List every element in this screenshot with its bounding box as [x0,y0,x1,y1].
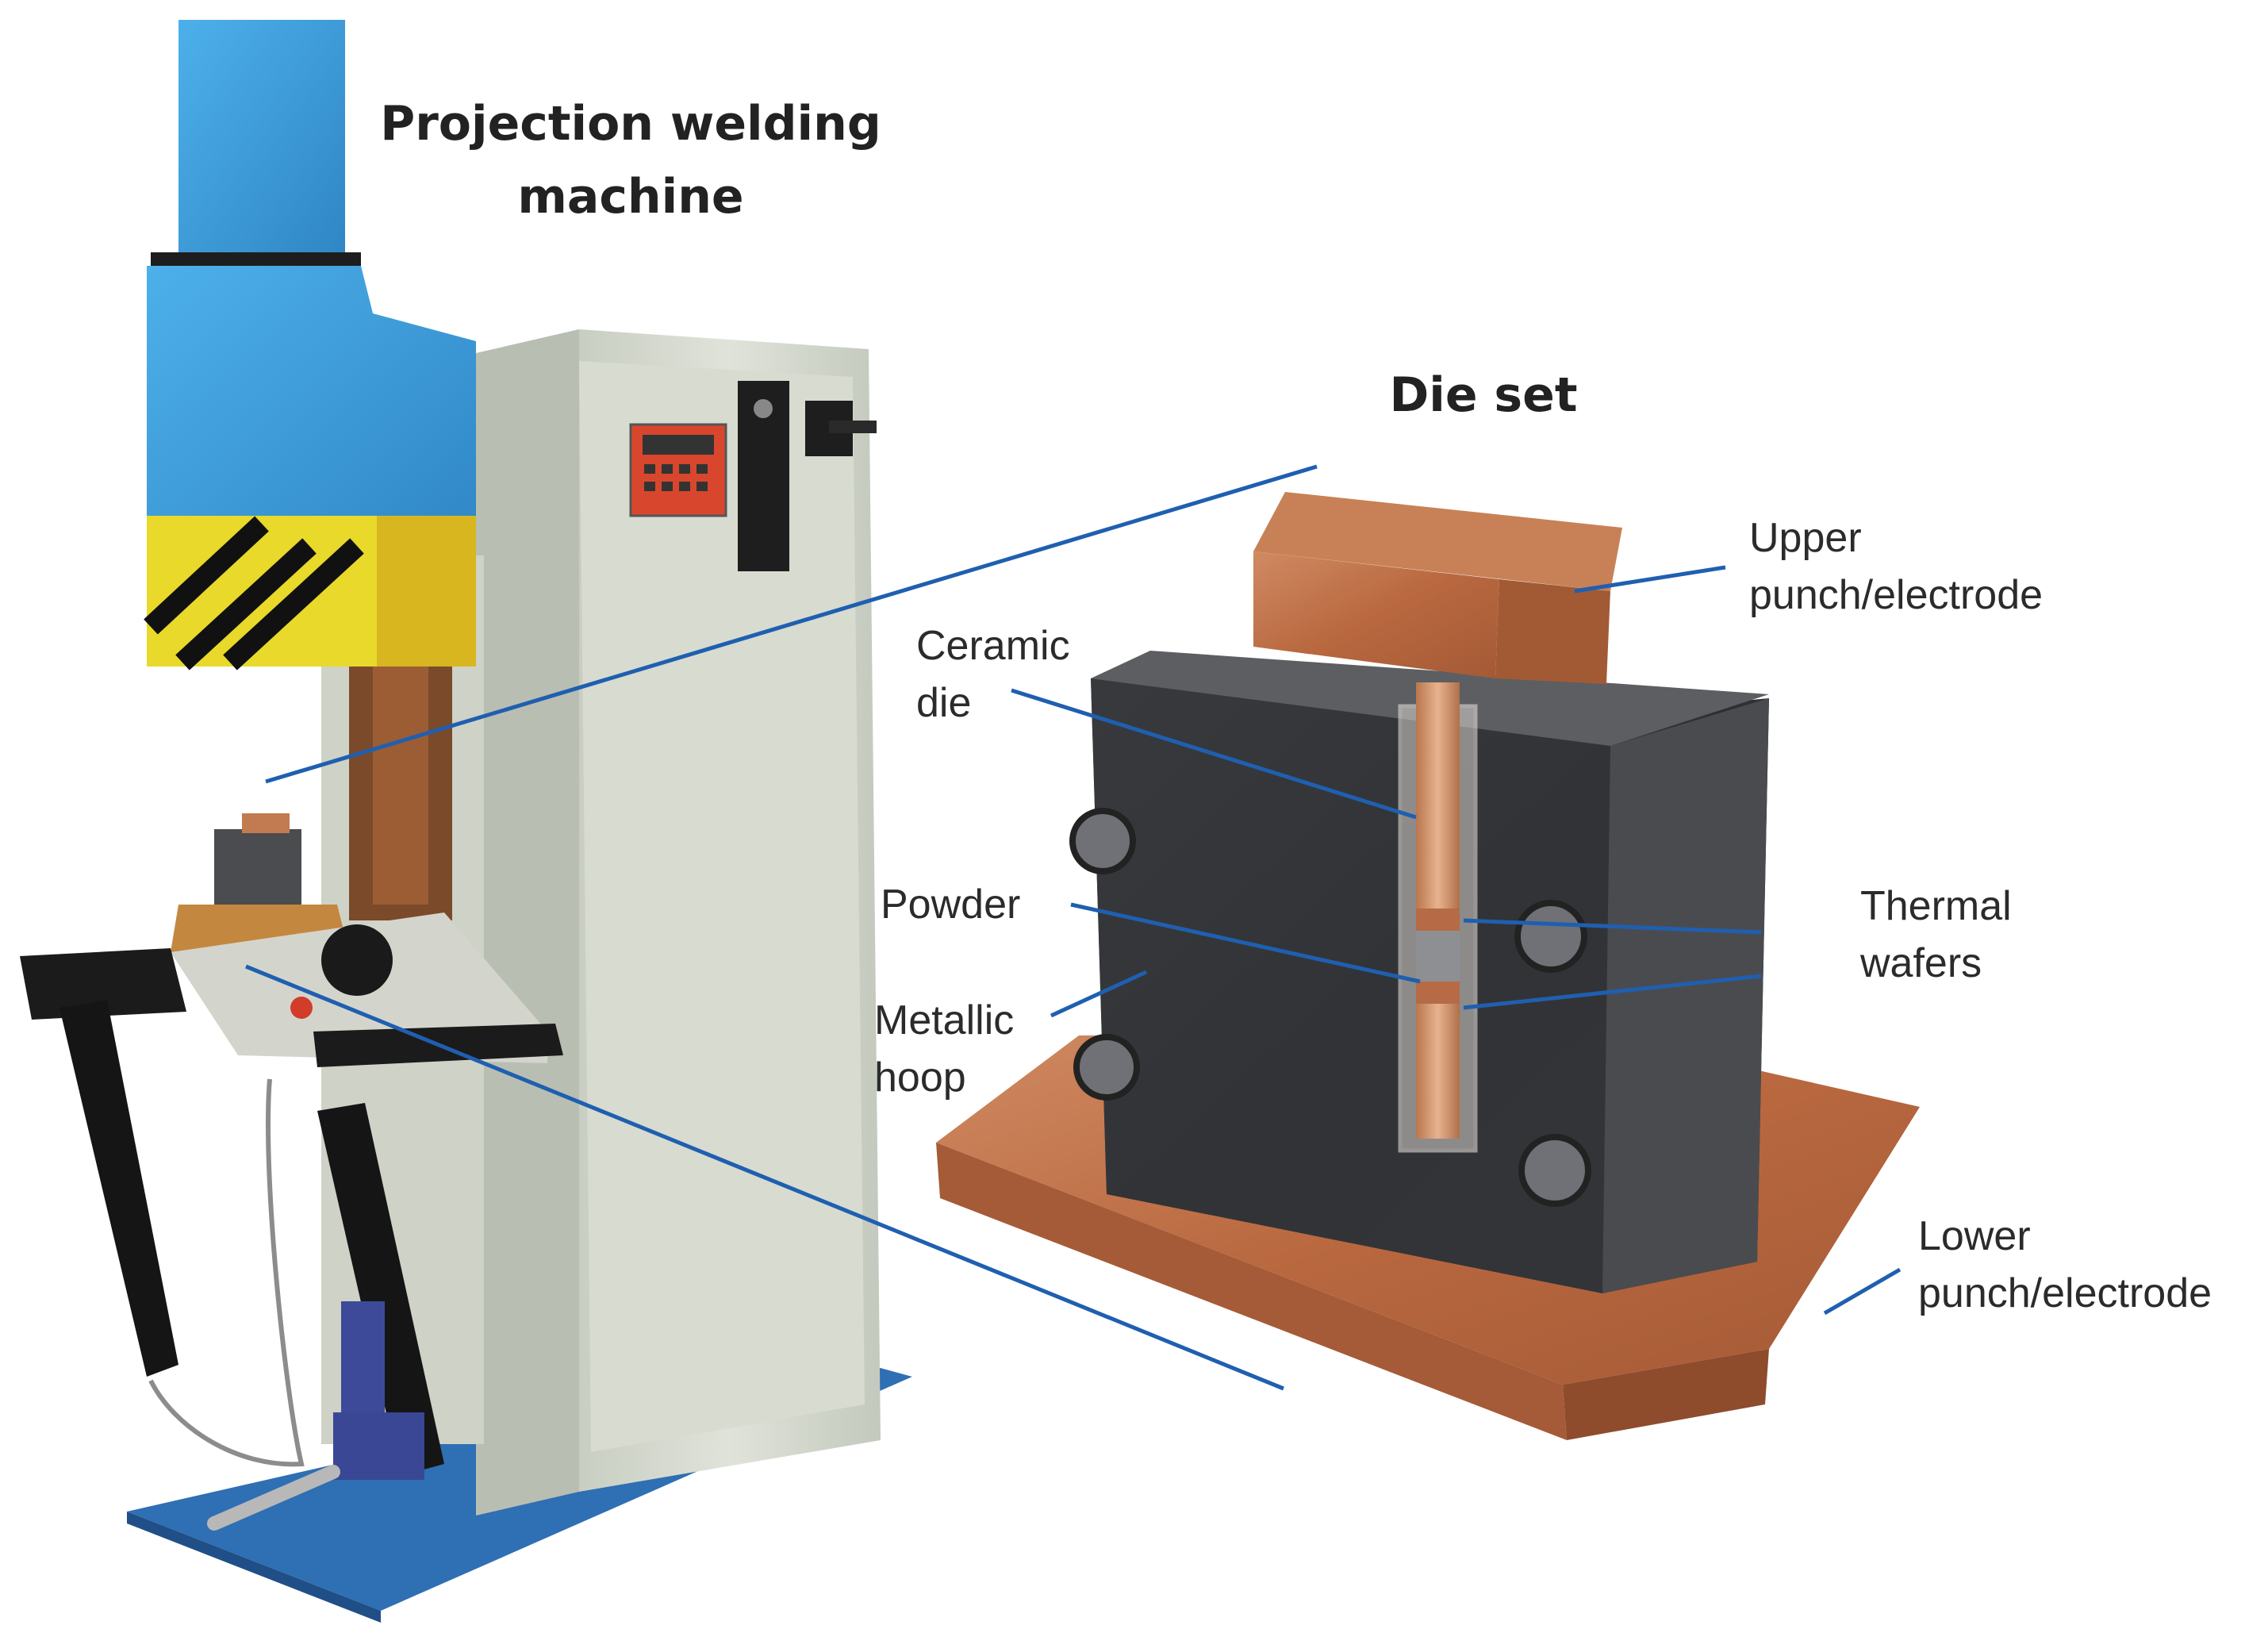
lower-punch-rod [1416,1004,1460,1139]
cabinet-door [579,361,865,1452]
left-handle [59,1000,178,1377]
powder-sample [1416,931,1460,982]
leader-lower-punch [1823,1267,1902,1316]
label-thermal-wafers: Thermal wafers [1860,883,2012,986]
upper-punch-rod [1416,682,1460,909]
title-die-set: Die set [1389,367,1578,423]
zoom-line-bottom [245,964,1284,1391]
cylinder-tower [178,20,345,258]
hoop-bolts [1069,808,1591,1207]
thermal-wafer-lower [1416,982,1460,1004]
press-head [147,266,476,555]
label-powder: Powder [881,882,1021,928]
leader-lines [245,464,1902,1391]
hydraulic-jack [341,1301,385,1412]
label-upper-punch: Upper punch/electrode [1749,515,2044,618]
die-set [936,492,1920,1440]
label-metallic-hoop: Metallic hoop [874,997,1015,1101]
projection-welding-machine [20,20,912,1623]
leader-thermal-wafer-lower [1463,974,1762,1010]
leader-powder [1070,902,1421,984]
label-lower-punch: Lower punch/electrode [1918,1213,2212,1316]
label-ceramic-die: Ceramic die [916,623,1070,726]
cabinet-side [476,329,579,1516]
upper-punch-block [1253,492,1622,591]
leader-upper-punch [1574,565,1726,594]
leader-thermal-wafer-upper [1463,918,1762,935]
title-projection-welding-machine: Projection welding machine [380,96,881,225]
leader-ceramic-die [1011,688,1417,820]
thermal-wafer-upper [1416,909,1460,931]
right-handle [317,1103,444,1476]
leader-metallic-hoop [1050,970,1148,1018]
zoom-line-top [265,464,1318,784]
